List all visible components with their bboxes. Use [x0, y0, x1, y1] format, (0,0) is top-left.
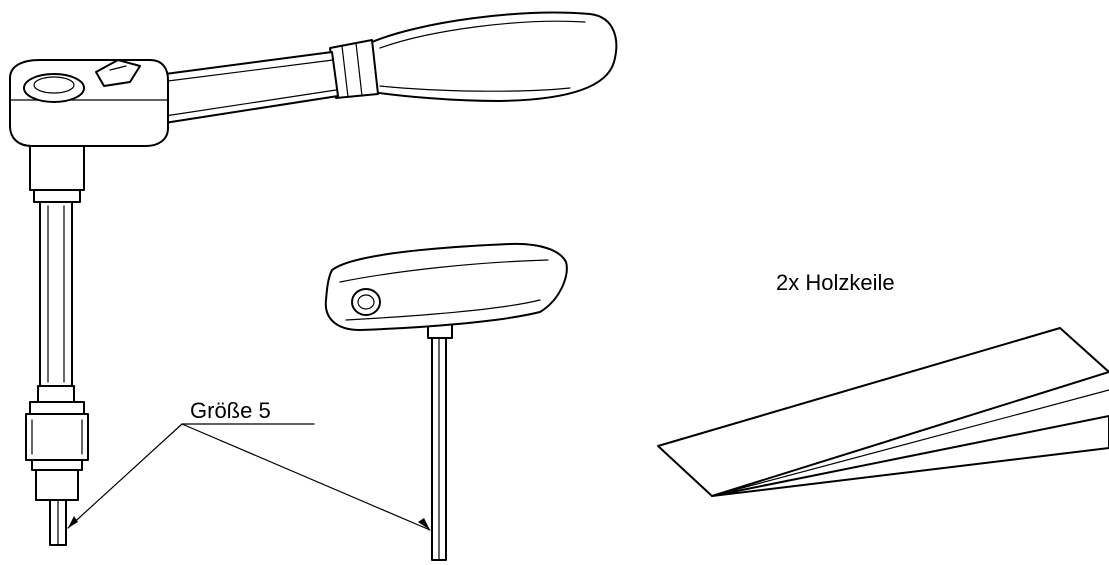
wooden-wedges-drawing: [657, 327, 1109, 497]
size-leader-lines: [67, 423, 431, 531]
ratchet-wrench-drawing: [9, 11, 618, 546]
size-label: Größe 5: [190, 398, 271, 423]
wedges-label: 2x Holzkeile: [776, 270, 895, 295]
t-handle-hex-key-drawing: [324, 242, 568, 561]
